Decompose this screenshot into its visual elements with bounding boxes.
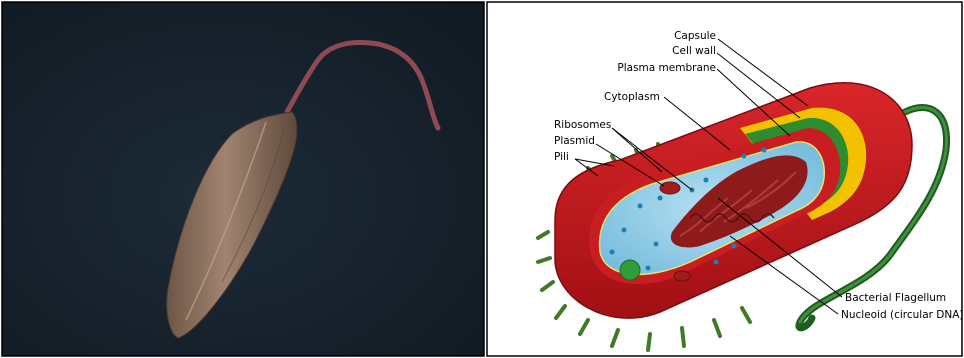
micrograph-panel	[2, 2, 484, 356]
label-cytoplasm: Cytoplasm	[604, 91, 660, 103]
label-capsule: Capsule	[674, 30, 716, 42]
label-nucleoid: Nucleoid (circular DNA)	[841, 309, 964, 321]
label-plasma-membrane: Plasma membrane	[617, 62, 716, 74]
label-ribosomes: Ribosomes	[554, 119, 611, 131]
label-plasmid: Plasmid	[554, 135, 595, 147]
storage-granule	[620, 260, 640, 280]
label-pili: Pili	[554, 151, 569, 163]
label-cell-wall: Cell wall	[672, 45, 716, 57]
diagram-panel: Capsule Cell wall Plasma membrane Cytopl…	[487, 2, 964, 356]
label-bacterial-flagellum: Bacterial Flagellum	[845, 292, 946, 304]
